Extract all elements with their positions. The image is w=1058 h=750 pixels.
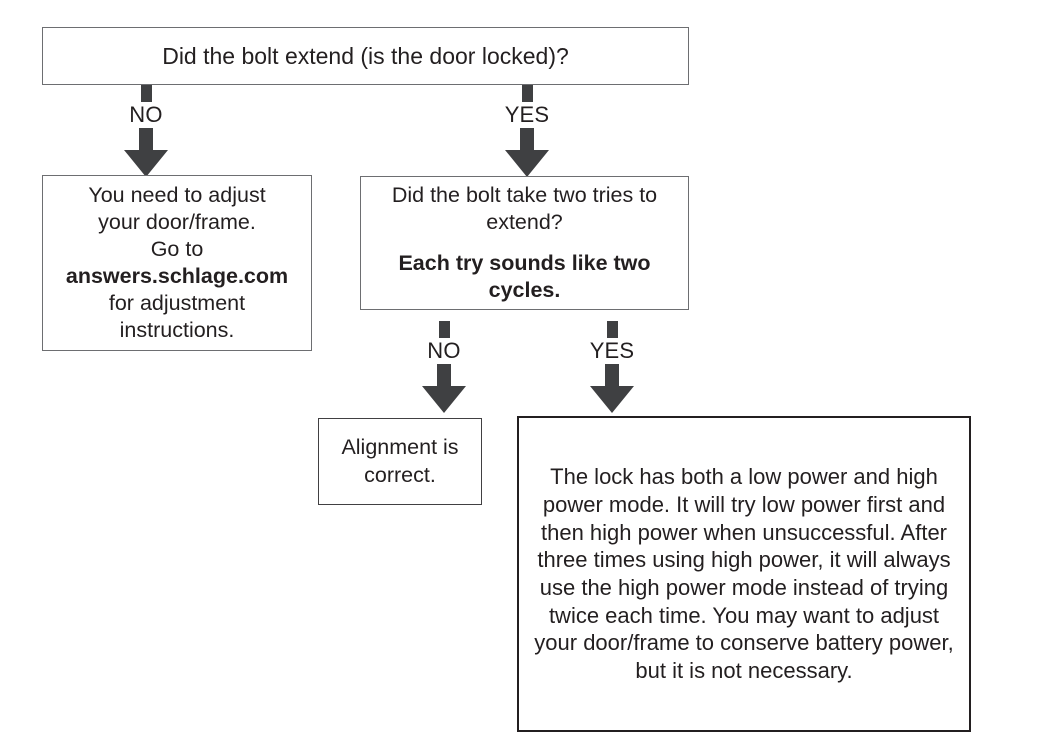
adjust-link-schlage[interactable]: answers.schlage.com [65, 264, 289, 288]
two-tries-question-text: Did the bolt take two tries to extend? [391, 183, 658, 235]
adjust-line-3: Go to [150, 236, 204, 261]
arrow-no-to-alignment: NO [412, 321, 476, 414]
spacer [367, 236, 682, 249]
arrow-label-no: NO [129, 102, 163, 127]
arrow-down-icon [124, 128, 168, 177]
arrow-stub-icon [606, 321, 618, 338]
two-tries-note-text: Each try sounds like two cycles. [398, 250, 651, 302]
node-power-mode-text: The lock has both a low power and high p… [534, 464, 954, 684]
arrow-no-to-adjust: NO [114, 85, 178, 178]
node-adjust-content: You need to adjust your door/frame. Go t… [43, 182, 311, 344]
adjust-line-2: your door/frame. [98, 209, 256, 234]
arrow-down-icon [422, 364, 466, 413]
arrow-stub-icon [140, 85, 152, 102]
arrow-label-no: NO [427, 338, 461, 363]
arrow-yes-to-two-tries: YES [495, 85, 559, 178]
adjust-line-1: You need to adjust [88, 182, 266, 207]
node-two-tries-content: Did the bolt take two tries to extend? E… [361, 182, 688, 304]
arrow-label-yes: YES [589, 338, 635, 363]
node-alignment-correct: Alignment is correct. [318, 418, 482, 505]
node-two-tries-question: Did the bolt take two tries to extend? E… [360, 176, 689, 310]
node-power-mode-explanation: The lock has both a low power and high p… [517, 416, 971, 732]
node-adjust-door-frame: You need to adjust your door/frame. Go t… [42, 175, 312, 351]
adjust-line-5: instructions. [119, 318, 235, 343]
arrow-label-yes: YES [504, 102, 550, 127]
arrow-down-icon [505, 128, 549, 177]
arrow-yes-to-power-mode: YES [580, 321, 644, 414]
node-bolt-extend-text: Did the bolt extend (is the door locked)… [162, 42, 569, 69]
node-alignment-text: Alignment is correct. [341, 435, 459, 487]
arrow-stub-icon [521, 85, 533, 102]
adjust-line-4: for adjustment [108, 291, 246, 316]
node-bolt-extend-question: Did the bolt extend (is the door locked)… [42, 27, 689, 85]
arrow-down-icon [590, 364, 634, 413]
arrow-stub-icon [438, 321, 450, 338]
